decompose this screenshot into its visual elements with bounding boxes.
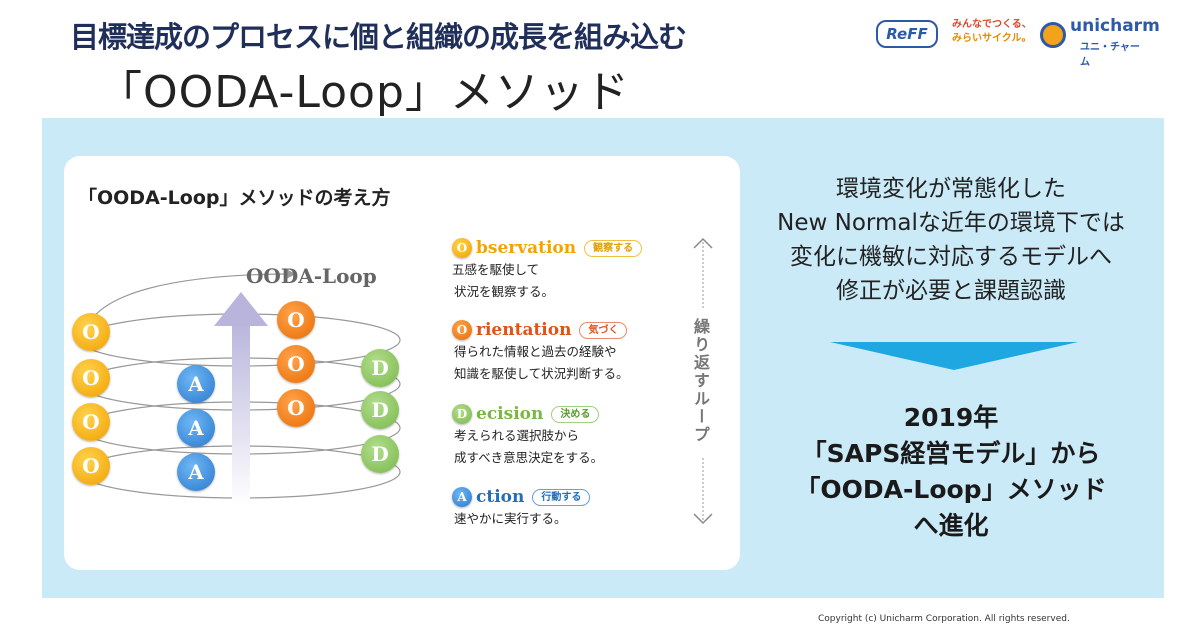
ooda-loop-label: OODA-Loop (246, 264, 377, 288)
copyright: Copyright (c) Unicharm Corporation. All … (818, 614, 1070, 624)
result-text: 2019年「SAPS経営モデル」から「OODA-Loop」メソッドへ進化 (795, 403, 1107, 540)
observe-circle: O (72, 403, 110, 441)
diagram-card (64, 156, 740, 570)
diagram-title: 「OODA-Loop」メソッドの考え方 (78, 187, 391, 209)
unicharm-logo-icon (1040, 22, 1066, 48)
repeat-loop-label: 繰り返すループ (691, 318, 710, 444)
observe-circle: O (72, 447, 110, 485)
decision-circle: D (361, 435, 399, 473)
reff-logo: ReFF (876, 20, 938, 48)
unicharm-kana: ユニ・チャーム (1080, 42, 1140, 68)
logos: ReFF みんなでつくる、みらいサイクル。 unicharm ユニ・チャーム (876, 16, 1160, 68)
repeat-loop-arrow (693, 237, 713, 525)
orient-circle: O (277, 389, 315, 427)
slide-subtitle: 「OODA-Loop」メソッド (98, 67, 630, 118)
action-circle: A (177, 409, 215, 447)
unicharm-logo: unicharm (1070, 16, 1160, 36)
orient-circle: O (277, 345, 315, 383)
decision-circle: D (361, 391, 399, 429)
slide-title: 目標達成のプロセスに個と組織の成長を組み込む (70, 20, 687, 54)
down-arrow-icon (830, 342, 1078, 370)
observe-circle: O (72, 359, 110, 397)
observe-circle: O (72, 313, 110, 351)
action-circle: A (177, 453, 215, 491)
orient-circle: O (277, 301, 315, 339)
reff-tagline: みんなでつくる、みらいサイクル。 (952, 19, 1032, 44)
action-circle: A (177, 365, 215, 403)
decision-circle: D (361, 349, 399, 387)
